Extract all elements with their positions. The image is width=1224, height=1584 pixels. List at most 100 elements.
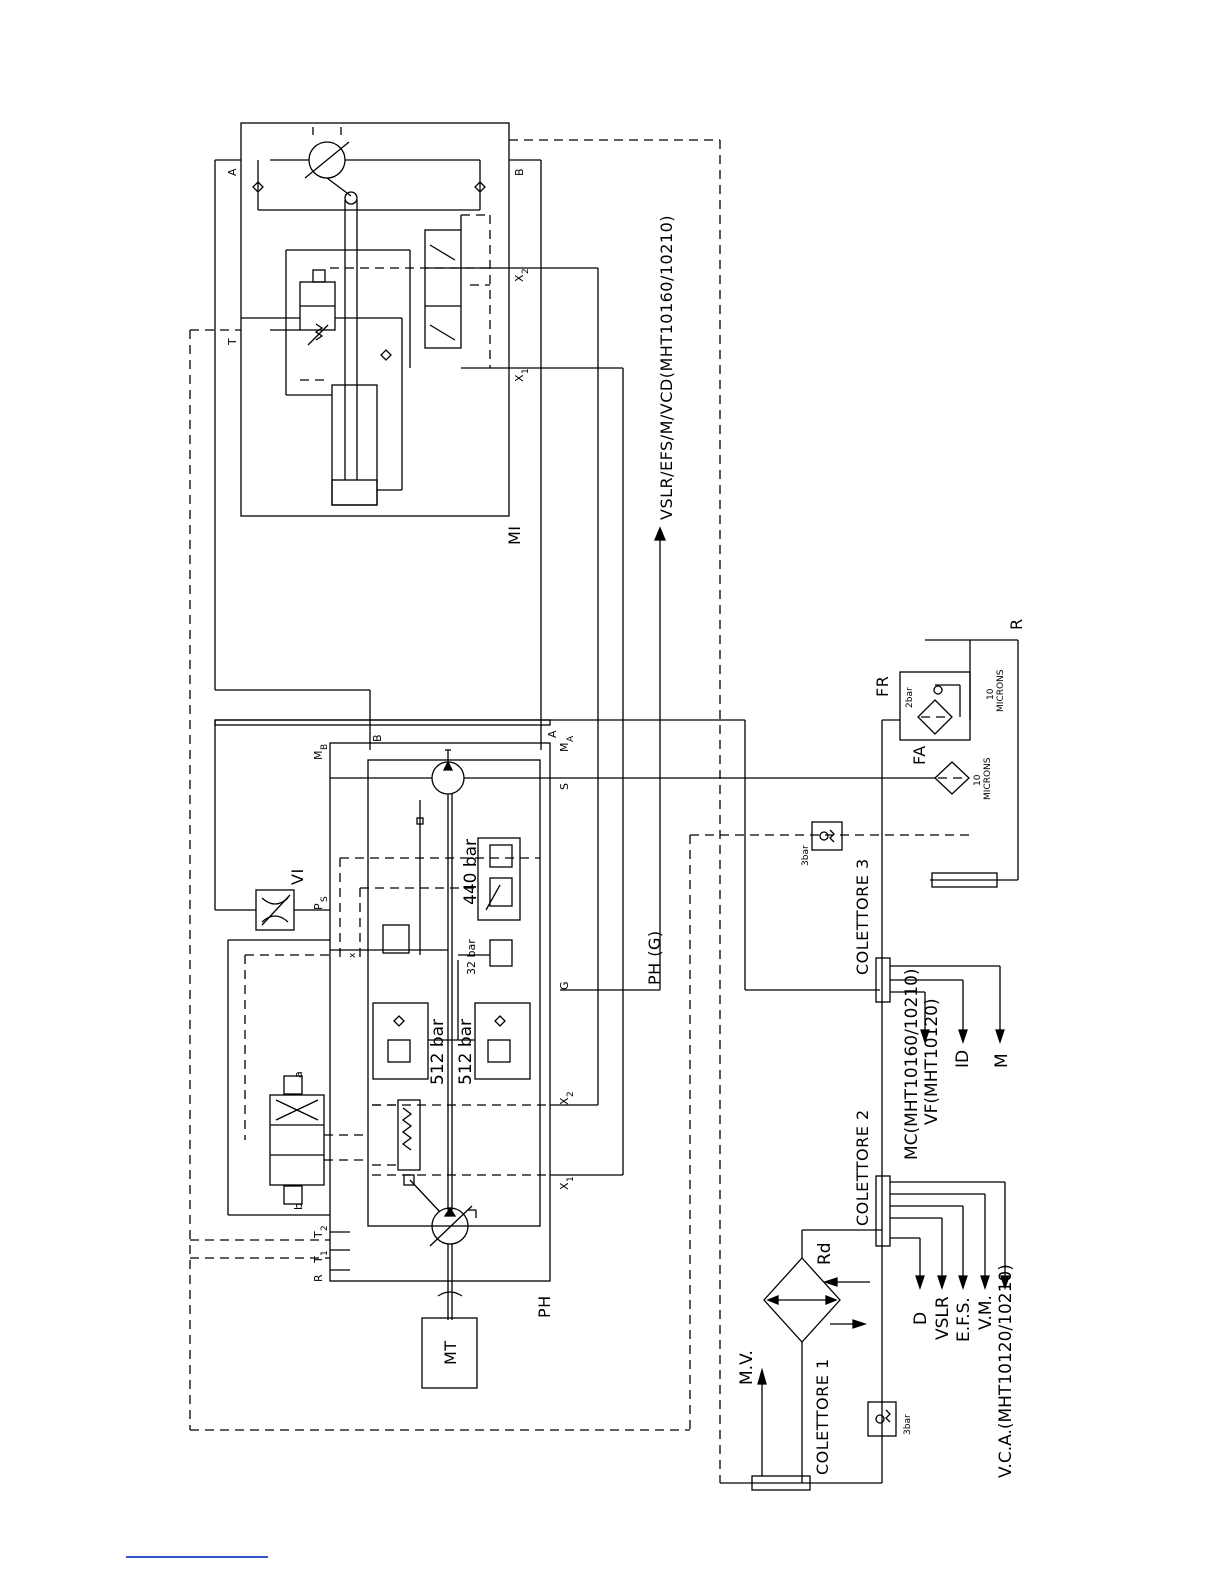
label-port-ps-sub: S [320, 896, 330, 902]
fa-filter [934, 761, 970, 795]
mi-piston [331, 479, 378, 506]
label-port-a: A [226, 168, 239, 176]
label-port-t2-sub: 2 [320, 1225, 330, 1231]
label-ph: PH [535, 1295, 554, 1318]
label-vca: V.C.A.(MHT10120/10210) [996, 1264, 1016, 1478]
mi-module: A B T X 2 X 1 MI [215, 122, 720, 1175]
label-vslr: VSLR [933, 1296, 953, 1340]
label-440: 440 bar [461, 839, 481, 905]
label-rd: Rd [815, 1242, 835, 1265]
label-2bar: 2bar [905, 687, 915, 708]
label-3bar-b: 3bar [903, 1414, 913, 1435]
label-port-ps: P [312, 903, 325, 910]
col2-vslr-arrow [937, 1275, 947, 1291]
solenoid-a [283, 1075, 303, 1095]
label-port-t2: T [312, 1231, 325, 1239]
check-3bar-bot-ball [875, 1414, 885, 1424]
label-colettore-3: COLETTORE 3 [853, 858, 872, 975]
relief-512-b [474, 1002, 531, 1080]
col2-d-arrow [915, 1275, 925, 1291]
label-port-x2-mid-sub: 2 [566, 1091, 576, 1097]
solenoid-cross-2 [275, 1099, 319, 1121]
label-port-s: S [558, 783, 571, 790]
col2-efs-arrow [958, 1275, 968, 1291]
relief-512-a-body [387, 1039, 411, 1063]
label-colettore-2: COLETTORE 2 [853, 1109, 872, 1226]
cutoff-valve [382, 924, 410, 954]
label-port-x2: X [513, 274, 526, 282]
col3-m-arrow [995, 1029, 1005, 1045]
orifice [416, 817, 424, 825]
colettore-2-block [875, 1175, 891, 1247]
label-port-x1-mid: X [558, 1182, 571, 1190]
fr-filter-diamond [917, 699, 953, 735]
label-fr: FR [873, 676, 892, 697]
colettore-3-block [875, 957, 891, 1003]
mi-seq-spring [314, 323, 324, 341]
label-port-b: B [513, 168, 526, 176]
label-microns-fa-1: 10 [973, 774, 983, 786]
label-3bar-a: 3bar [801, 845, 811, 866]
fr-bypass-check [933, 685, 943, 695]
check-3bar-top [811, 821, 843, 851]
label-port-t: T [226, 338, 239, 346]
relief-512-a [372, 1002, 429, 1080]
vi-arrow [261, 894, 291, 926]
label-32: 32 bar [465, 939, 478, 975]
mi-linkage [326, 177, 352, 197]
label-mv: M.V. [737, 1350, 757, 1385]
relief-32 [489, 939, 513, 967]
label-id: ID [953, 1050, 973, 1068]
ph-spacer [214, 719, 551, 726]
label-colettore-1: COLETTORE 1 [813, 1358, 832, 1475]
col3-mc-arrow [920, 1029, 930, 1045]
label-vi: VI [288, 868, 307, 885]
footer-link-underline[interactable] [126, 1556, 268, 1558]
label-vslr-line: VSLR/EFS/M/VCD(MHT10160/10210) [657, 215, 676, 520]
mv-arrow [757, 1367, 767, 1385]
mi-dir-valve [424, 229, 462, 349]
mi-check-x [380, 349, 392, 361]
label-efs: E.F.S. [954, 1297, 974, 1342]
mi-dir-arrow-2 [429, 324, 456, 341]
ph-inner-frame [367, 759, 541, 1227]
label-port-x2-mid: X [558, 1097, 571, 1105]
mi-seq-adjust [307, 324, 329, 346]
label-valve-b: b [292, 1203, 305, 1210]
label-mi: MI [505, 525, 524, 545]
label-port-g: G [558, 981, 571, 990]
mi-motor-arrow [304, 141, 350, 179]
shaft-rotation [437, 1291, 463, 1297]
relief-440 [477, 837, 521, 921]
label-ph-g: PH (G) [645, 930, 664, 985]
label-port-mb: M [312, 751, 325, 761]
mt-box [421, 1317, 478, 1389]
relief-440-top [489, 844, 513, 868]
label-vm: V.M. [976, 1295, 996, 1330]
label-port-t1-sub: 1 [320, 1250, 330, 1256]
col3-id-arrow [958, 1029, 968, 1045]
label-port-a-mid: A [546, 730, 559, 738]
col2-vm-arrow [980, 1275, 990, 1291]
label-port-x2-sub: 2 [521, 268, 531, 274]
relief-512-a-check [393, 1015, 405, 1027]
label-port-r: R [312, 1274, 325, 1282]
rd-arrow-l [766, 1295, 779, 1305]
vi-curve-2 [261, 915, 289, 923]
label-m: M [992, 1053, 1012, 1068]
mi-frame [240, 122, 510, 517]
main-lines: VSLR/EFS/M/VCD(MHT10160/10210) PH (G) [189, 140, 970, 1483]
main-pump-tri [443, 1206, 457, 1217]
label-microns-fr-1: 10 [986, 688, 996, 700]
pump-servo-link [409, 1179, 441, 1213]
relief-440-body [489, 877, 513, 907]
servo-spring-1 [401, 1107, 413, 1151]
label-mt: MT [441, 1340, 460, 1365]
tank-manifold [931, 872, 998, 888]
relief-512-b-body [487, 1039, 511, 1063]
rd-arrow-r [825, 1295, 838, 1305]
label-r: R [1007, 618, 1026, 630]
label-port-t1: T [312, 1256, 325, 1264]
label-port-x1-sub: 1 [521, 368, 531, 374]
label-port-x1-mid-sub: 1 [566, 1176, 576, 1182]
